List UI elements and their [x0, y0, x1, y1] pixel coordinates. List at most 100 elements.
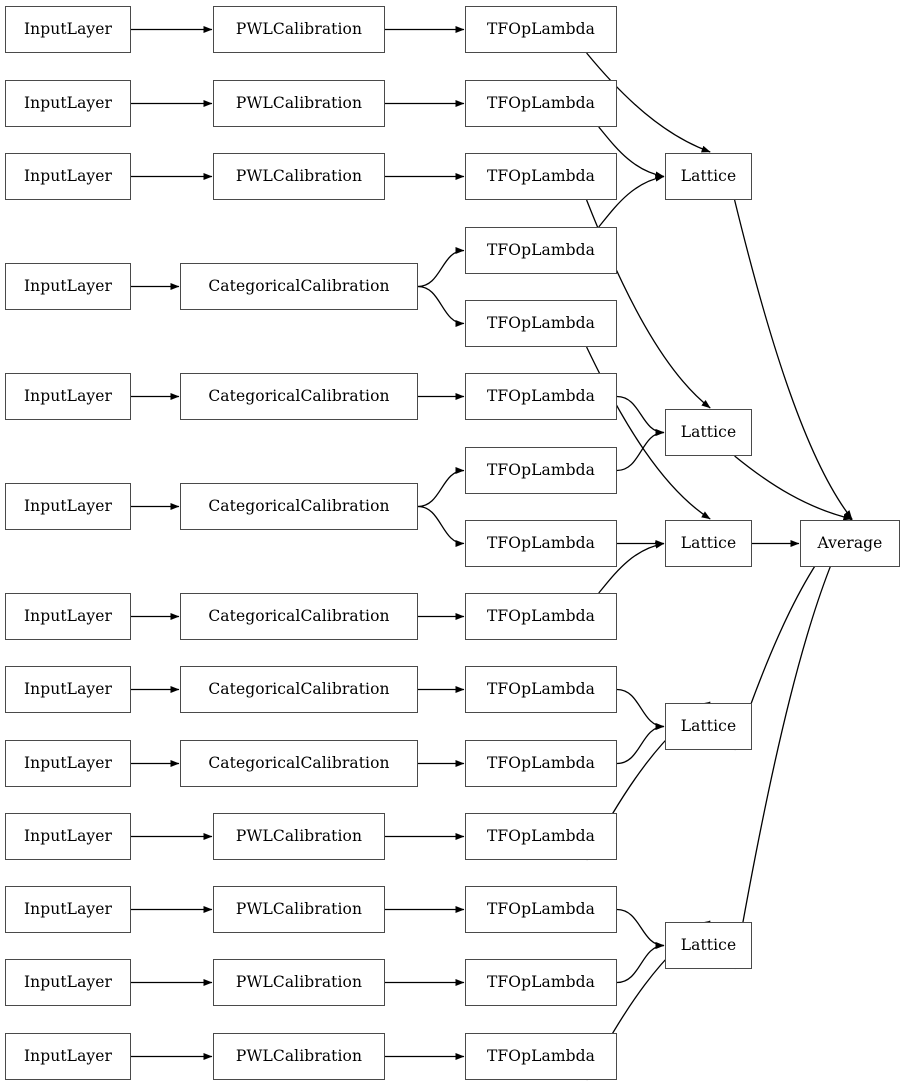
node-label: TFOpLambda: [486, 240, 596, 259]
node-label: InputLayer: [23, 386, 113, 405]
node-tfop-tf4[interactable]: TFOpLambda: [465, 227, 617, 274]
node-input-in2[interactable]: InputLayer: [5, 80, 131, 127]
node-input-in8[interactable]: InputLayer: [5, 666, 131, 713]
node-label: Lattice: [680, 935, 737, 954]
node-input-in1[interactable]: InputLayer: [5, 6, 131, 53]
node-label: PWLCalibration: [235, 826, 363, 845]
node-calib-cal11[interactable]: PWLCalibration: [213, 886, 385, 933]
edge-cal4-to-tf4: [417, 247, 465, 288]
node-input-in5[interactable]: InputLayer: [5, 373, 131, 420]
node-calib-cal8[interactable]: CategoricalCalibration: [180, 666, 418, 713]
node-label: InputLayer: [23, 93, 113, 112]
node-tfop-tf14[interactable]: TFOpLambda: [465, 959, 617, 1006]
node-label: Average: [817, 533, 883, 552]
node-label: PWLCalibration: [235, 166, 363, 185]
edge-lat1-to-avg: [733, 199, 853, 520]
node-label: CategoricalCalibration: [208, 753, 390, 772]
node-tfop-tf8[interactable]: TFOpLambda: [465, 520, 617, 567]
node-label: TFOpLambda: [486, 972, 596, 991]
node-label: PWLCalibration: [235, 19, 363, 38]
node-label: InputLayer: [23, 19, 113, 38]
node-label: InputLayer: [23, 753, 113, 772]
node-tfop-tf5[interactable]: TFOpLambda: [465, 300, 617, 347]
node-tfop-tf2[interactable]: TFOpLambda: [465, 80, 617, 127]
node-input-in10[interactable]: InputLayer: [5, 813, 131, 860]
edge-cal6-to-tf8: [417, 505, 465, 547]
node-label: InputLayer: [23, 1046, 113, 1065]
edge-lat5-to-avg: [733, 518, 853, 970]
node-input-in13[interactable]: InputLayer: [5, 1033, 131, 1080]
node-input-in11[interactable]: InputLayer: [5, 886, 131, 933]
node-label: CategoricalCalibration: [208, 386, 390, 405]
node-lattice-lat5[interactable]: Lattice: [665, 922, 752, 969]
node-input-in12[interactable]: InputLayer: [5, 959, 131, 1006]
node-label: TFOpLambda: [486, 386, 596, 405]
node-tfop-tf7[interactable]: TFOpLambda: [465, 447, 617, 494]
node-tfop-tf1[interactable]: TFOpLambda: [465, 6, 617, 53]
node-tfop-tf9[interactable]: TFOpLambda: [465, 593, 617, 640]
node-calib-cal6[interactable]: CategoricalCalibration: [180, 483, 418, 530]
node-tfop-tf15[interactable]: TFOpLambda: [465, 1033, 617, 1080]
node-tfop-tf6[interactable]: TFOpLambda: [465, 373, 617, 420]
node-label: InputLayer: [23, 972, 113, 991]
node-lattice-lat3[interactable]: Lattice: [665, 520, 752, 567]
node-calib-cal5[interactable]: CategoricalCalibration: [180, 373, 418, 420]
edge-tf7-to-lat2: [616, 429, 665, 472]
node-calib-cal7[interactable]: CategoricalCalibration: [180, 593, 418, 640]
edge-lat2-to-avg: [734, 455, 853, 521]
node-label: CategoricalCalibration: [208, 679, 390, 698]
node-tfop-tf10[interactable]: TFOpLambda: [465, 666, 617, 713]
node-label: Lattice: [680, 422, 737, 441]
node-label: InputLayer: [23, 166, 113, 185]
node-label: PWLCalibration: [235, 1046, 363, 1065]
node-label: InputLayer: [23, 826, 113, 845]
node-label: PWLCalibration: [235, 972, 363, 991]
node-calib-cal3[interactable]: PWLCalibration: [213, 153, 385, 200]
node-label: TFOpLambda: [486, 679, 596, 698]
node-lattice-lat1[interactable]: Lattice: [665, 153, 752, 200]
node-tfop-tf12[interactable]: TFOpLambda: [465, 813, 617, 860]
edge-tf11-to-lat4: [616, 723, 665, 765]
node-input-in4[interactable]: InputLayer: [5, 263, 131, 310]
node-tfop-tf11[interactable]: TFOpLambda: [465, 740, 617, 787]
node-label: TFOpLambda: [486, 166, 596, 185]
node-label: TFOpLambda: [486, 93, 596, 112]
node-label: TFOpLambda: [486, 533, 596, 552]
node-input-in7[interactable]: InputLayer: [5, 593, 131, 640]
node-label: InputLayer: [23, 606, 113, 625]
node-label: TFOpLambda: [486, 753, 596, 772]
node-label: TFOpLambda: [486, 313, 596, 332]
node-label: InputLayer: [23, 496, 113, 515]
node-label: CategoricalCalibration: [208, 496, 390, 515]
edge-tf14-to-lat5: [616, 942, 665, 984]
node-tfop-tf3[interactable]: TFOpLambda: [465, 153, 617, 200]
node-label: TFOpLambda: [486, 606, 596, 625]
node-calib-cal13[interactable]: PWLCalibration: [213, 1033, 385, 1080]
node-input-in3[interactable]: InputLayer: [5, 153, 131, 200]
node-lattice-lat4[interactable]: Lattice: [665, 703, 752, 750]
node-calib-cal10[interactable]: PWLCalibration: [213, 813, 385, 860]
node-input-in9[interactable]: InputLayer: [5, 740, 131, 787]
node-calib-cal2[interactable]: PWLCalibration: [213, 80, 385, 127]
node-output-avg[interactable]: Average: [800, 520, 900, 567]
node-calib-cal12[interactable]: PWLCalibration: [213, 959, 385, 1006]
node-calib-cal4[interactable]: CategoricalCalibration: [180, 263, 418, 310]
node-label: TFOpLambda: [486, 826, 596, 845]
node-lattice-lat2[interactable]: Lattice: [665, 409, 752, 456]
node-label: CategoricalCalibration: [208, 276, 390, 295]
node-tfop-tf13[interactable]: TFOpLambda: [465, 886, 617, 933]
node-input-in6[interactable]: InputLayer: [5, 483, 131, 530]
node-label: Lattice: [680, 533, 737, 552]
node-label: InputLayer: [23, 276, 113, 295]
node-label: Lattice: [680, 716, 737, 735]
node-label: InputLayer: [23, 899, 113, 918]
edge-tf10-to-lat4: [616, 688, 665, 730]
edge-cal6-to-tf7: [417, 467, 465, 508]
node-calib-cal1[interactable]: PWLCalibration: [213, 6, 385, 53]
edge-tf13-to-lat5: [616, 908, 665, 949]
node-label: InputLayer: [23, 679, 113, 698]
edge-tf6-to-lat2: [616, 395, 665, 436]
node-calib-cal9[interactable]: CategoricalCalibration: [180, 740, 418, 787]
